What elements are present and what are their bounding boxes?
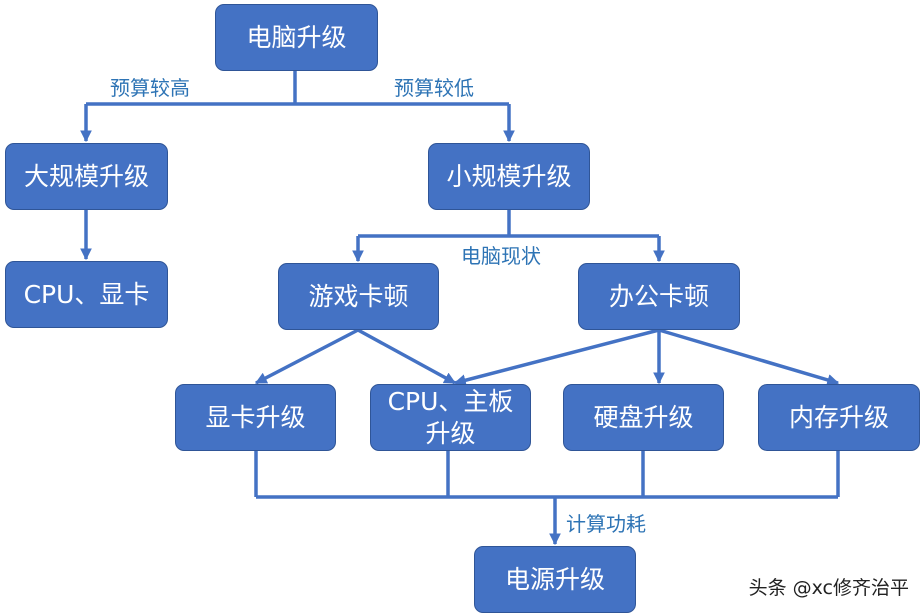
node-cpu-board-line2: 升级 <box>425 418 476 448</box>
node-disk-upgrade: 硬盘升级 <box>563 384 724 451</box>
edge-game-to-gpu <box>254 328 359 385</box>
label-status: 电脑现状 <box>461 244 541 268</box>
node-large-items: CPU、显卡 <box>5 261 168 328</box>
label-low-budget: 预算较低 <box>394 76 474 100</box>
label-power: 计算功耗 <box>566 512 646 536</box>
edge-office-to-memory <box>658 328 840 386</box>
node-cpu-board-upgrade: CPU、主板 升级 <box>370 384 531 451</box>
node-root: 电脑升级 <box>215 4 378 71</box>
node-cpu-board-line1: CPU、主板 <box>387 387 514 417</box>
node-gpu-upgrade: 显卡升级 <box>175 384 336 451</box>
watermark: 头条 @xc修齐治平 <box>748 577 909 599</box>
edge-office-to-cpu <box>453 328 660 387</box>
node-game-lag: 游戏卡顿 <box>278 263 439 330</box>
node-office-lag: 办公卡顿 <box>578 263 740 330</box>
label-high-budget: 预算较高 <box>110 76 190 100</box>
node-psu-upgrade: 电源升级 <box>474 546 636 613</box>
node-small-upgrade: 小规模升级 <box>428 143 590 210</box>
edge-game-to-cpu <box>357 328 457 385</box>
node-memory-upgrade: 内存升级 <box>758 384 920 451</box>
node-large-upgrade: 大规模升级 <box>5 143 168 210</box>
